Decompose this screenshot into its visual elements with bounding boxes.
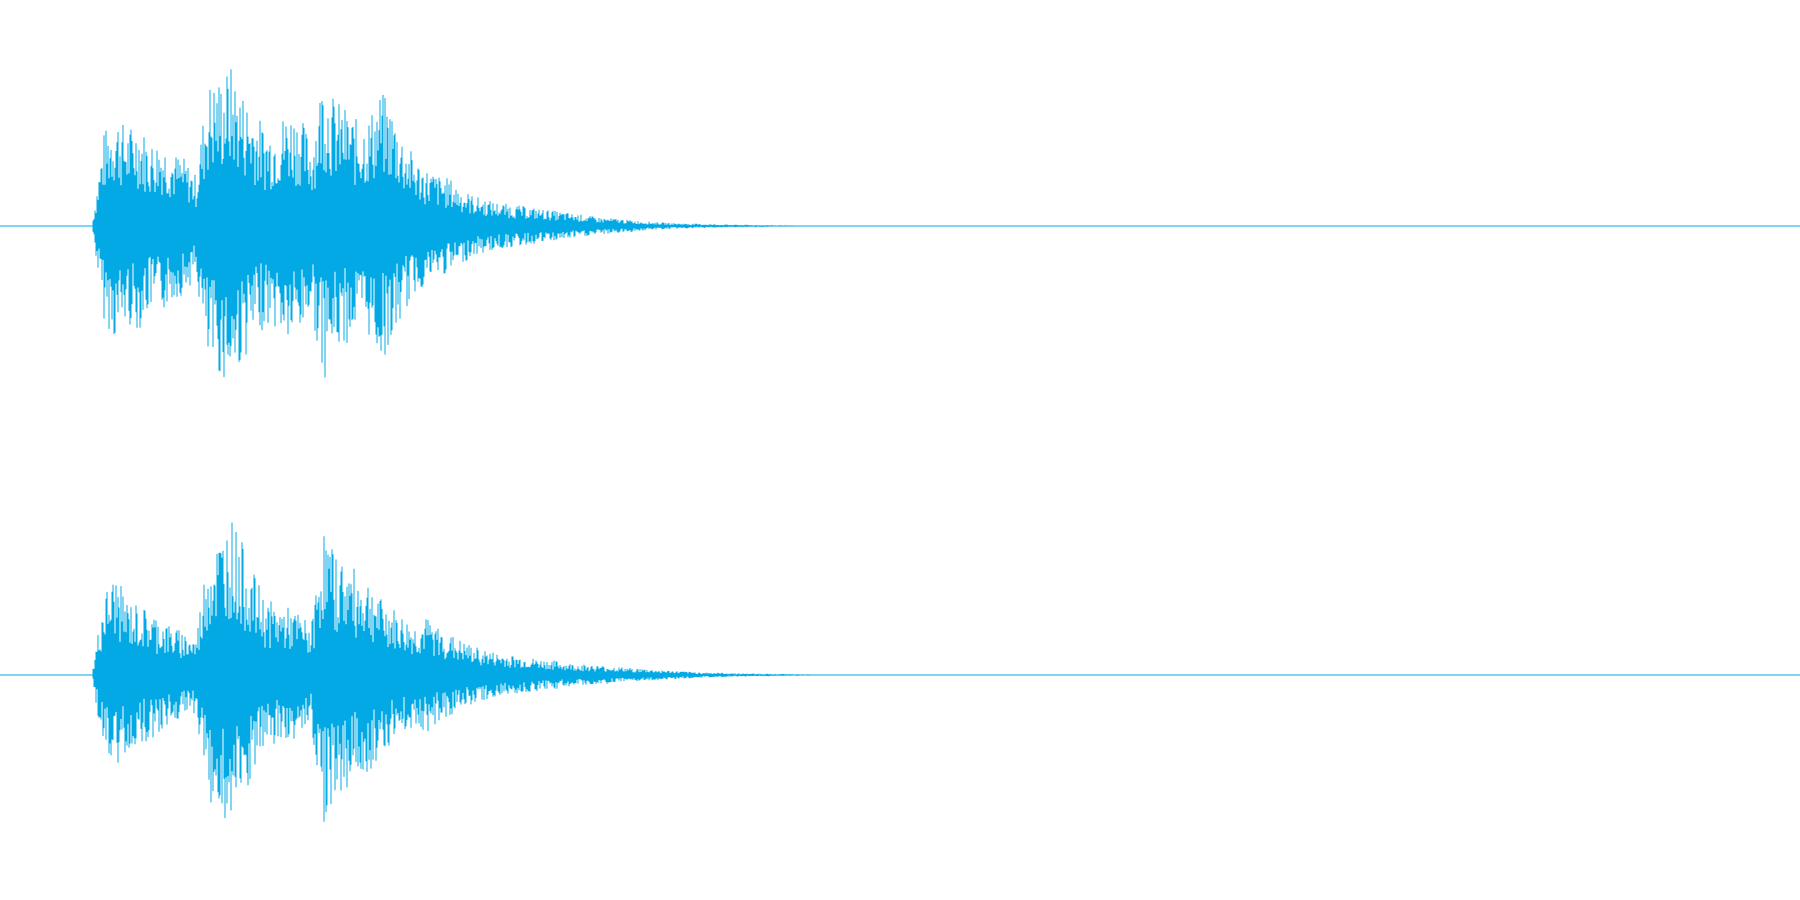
channel-bottom-wave xyxy=(92,522,818,822)
channel-bottom xyxy=(0,522,1800,822)
channel-top-wave xyxy=(92,69,815,378)
channel-top xyxy=(0,69,1800,378)
